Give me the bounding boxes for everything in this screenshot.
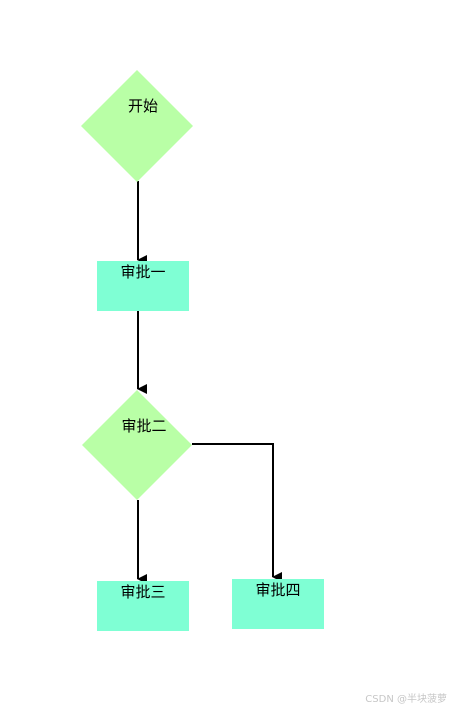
node-approval-3[interactable]: 审批三 — [97, 581, 189, 631]
edge-approval-2-to-approval-4 — [192, 443, 282, 582]
node-approval-2[interactable]: 审批二 — [82, 390, 192, 500]
node-start[interactable]: 开始 — [81, 70, 193, 182]
approval-2-diamond-shape — [82, 390, 192, 500]
approval-3-label: 审批三 — [120, 583, 165, 601]
node-approval-1[interactable]: 审批一 — [97, 261, 189, 311]
approval-1-label: 审批一 — [120, 263, 165, 281]
node-approval-4[interactable]: 审批四 — [232, 579, 324, 629]
start-diamond-shape — [81, 70, 193, 182]
approval-4-label: 审批四 — [255, 581, 300, 599]
approval-3-rect-shape — [97, 581, 189, 631]
approval-2-label: 审批二 — [121, 417, 166, 435]
approval-1-rect-shape — [97, 261, 189, 311]
start-label: 开始 — [128, 97, 158, 115]
approval-4-rect-shape — [232, 579, 324, 629]
watermark-text: CSDN @半块菠萝 — [365, 694, 447, 705]
